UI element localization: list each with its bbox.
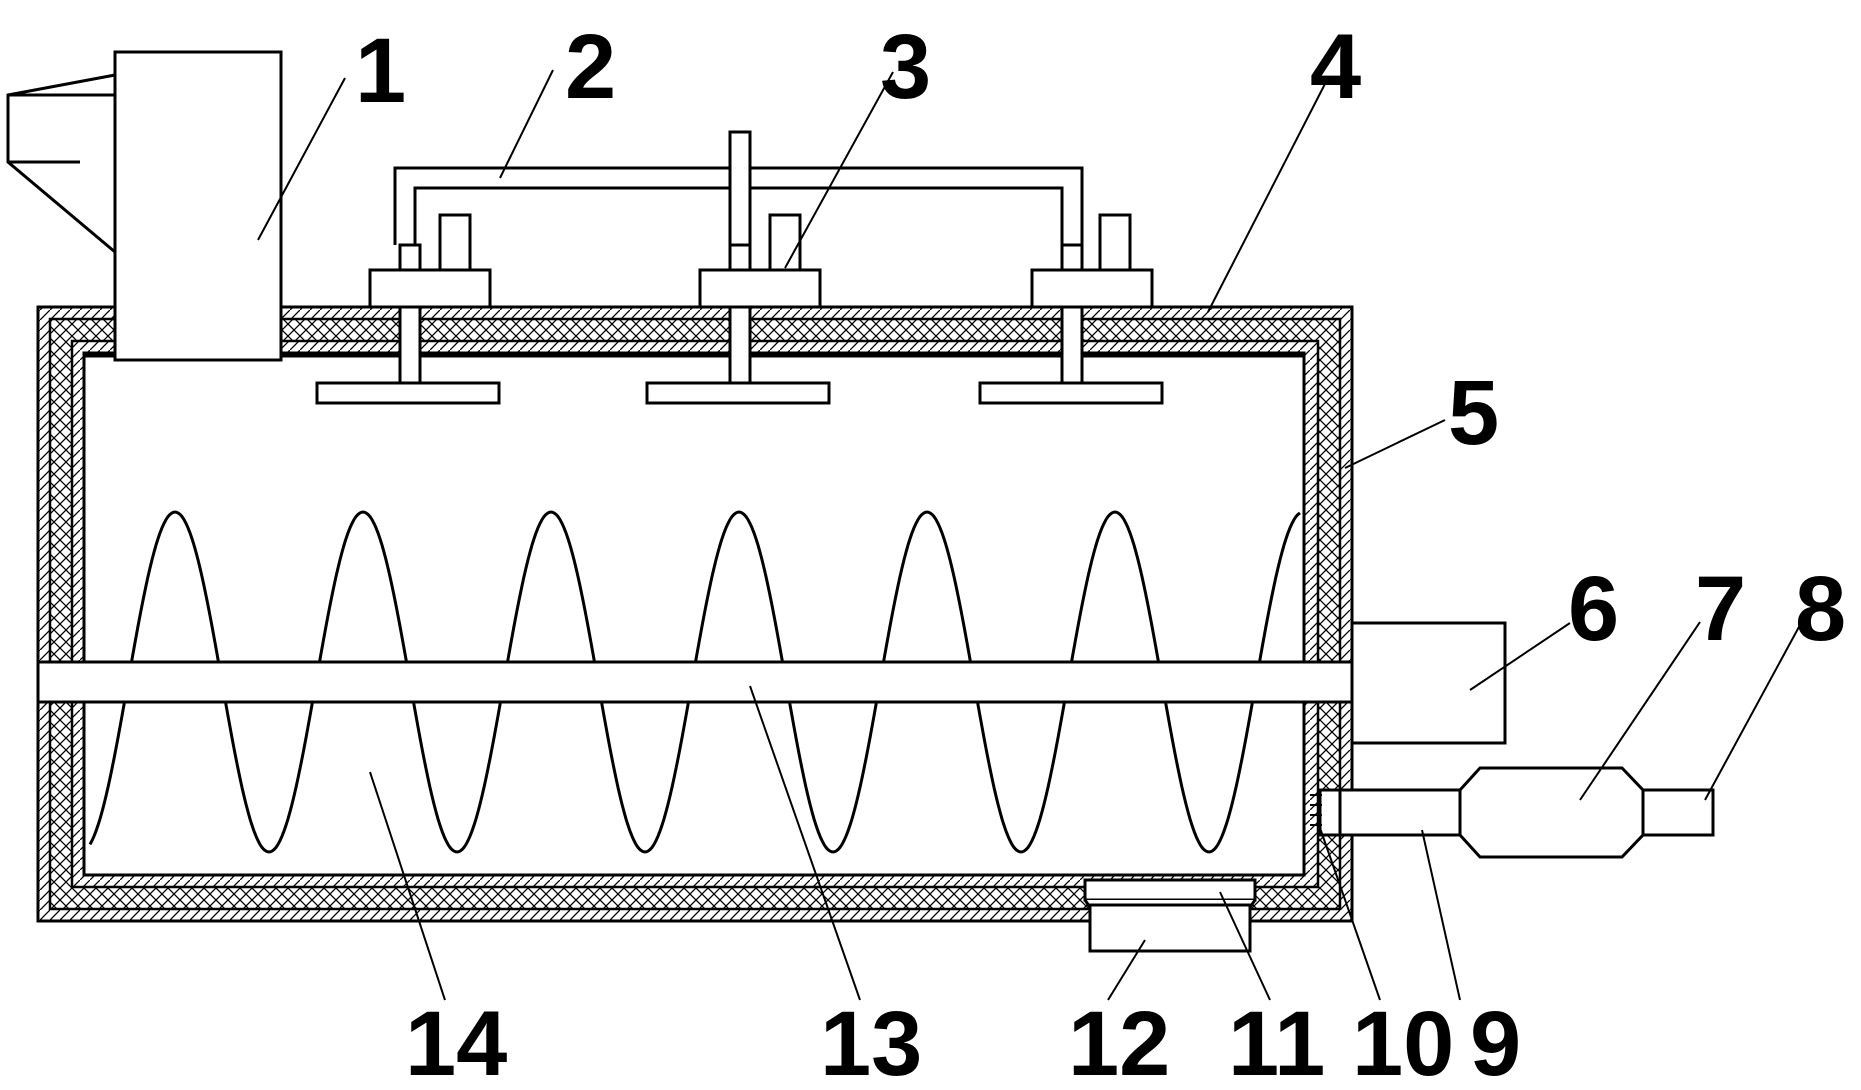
valve-housing [1088, 903, 1252, 953]
label-14: 14 [405, 993, 507, 1090]
feed-hopper [6, 50, 283, 362]
label-7: 7 [1695, 558, 1746, 660]
label-8: 8 [1795, 558, 1846, 660]
label-11: 11 [1228, 993, 1325, 1090]
nozzle-left [315, 213, 501, 405]
spray-pipe-manifold [393, 130, 1084, 254]
nozzle-middle [645, 213, 831, 405]
part-labels: 1 2 3 4 5 6 7 8 9 10 11 12 13 14 [355, 16, 1846, 1090]
nozzle-right [978, 213, 1164, 405]
label-9: 9 [1470, 993, 1521, 1090]
drying-chamber [82, 354, 1306, 877]
discharge-valve [1083, 878, 1257, 953]
label-4: 4 [1310, 16, 1361, 118]
exhaust-assembly [1310, 766, 1715, 859]
label-12: 12 [1068, 993, 1170, 1090]
label-1: 1 [355, 20, 406, 122]
nozzle-assemblies [315, 213, 1164, 405]
screw-shaft [36, 660, 1360, 704]
label-2: 2 [565, 16, 616, 118]
label-13: 13 [820, 993, 922, 1090]
filter-unit [1458, 766, 1645, 859]
label-10: 10 [1352, 993, 1454, 1090]
label-6: 6 [1568, 558, 1619, 660]
label-3: 3 [880, 16, 931, 118]
outlet-nozzle [1641, 788, 1715, 837]
valve-plate [1083, 878, 1257, 902]
leader-lines [257, 69, 1801, 1001]
label-5: 5 [1448, 362, 1499, 464]
filter-mesh [1310, 794, 1322, 826]
